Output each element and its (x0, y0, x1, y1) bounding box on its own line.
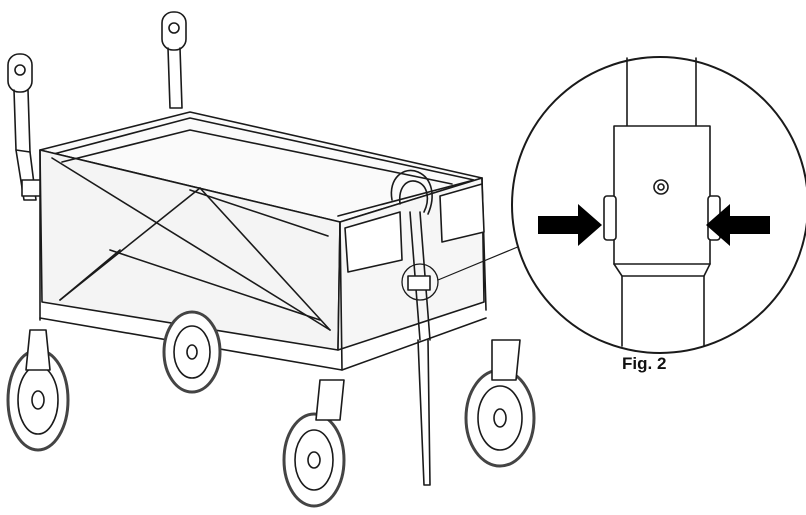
wheel-front-right (464, 339, 536, 468)
wagon-pull-handle (390, 169, 439, 486)
detail-magnifier (511, 56, 806, 354)
wheel-rear-left (6, 329, 70, 452)
wagon-handle-right (161, 11, 187, 109)
wheel-rear-right (162, 310, 222, 394)
detail-leader-line (437, 245, 521, 281)
wheel-front-left (282, 379, 346, 508)
arrow-right-icon (538, 204, 602, 246)
wagon-basket (39, 111, 487, 371)
wagon-handle-left (7, 53, 43, 201)
figure-label: Fig. 2 (622, 354, 667, 373)
arrow-left-icon (706, 204, 770, 246)
joint-rivet (653, 179, 669, 195)
